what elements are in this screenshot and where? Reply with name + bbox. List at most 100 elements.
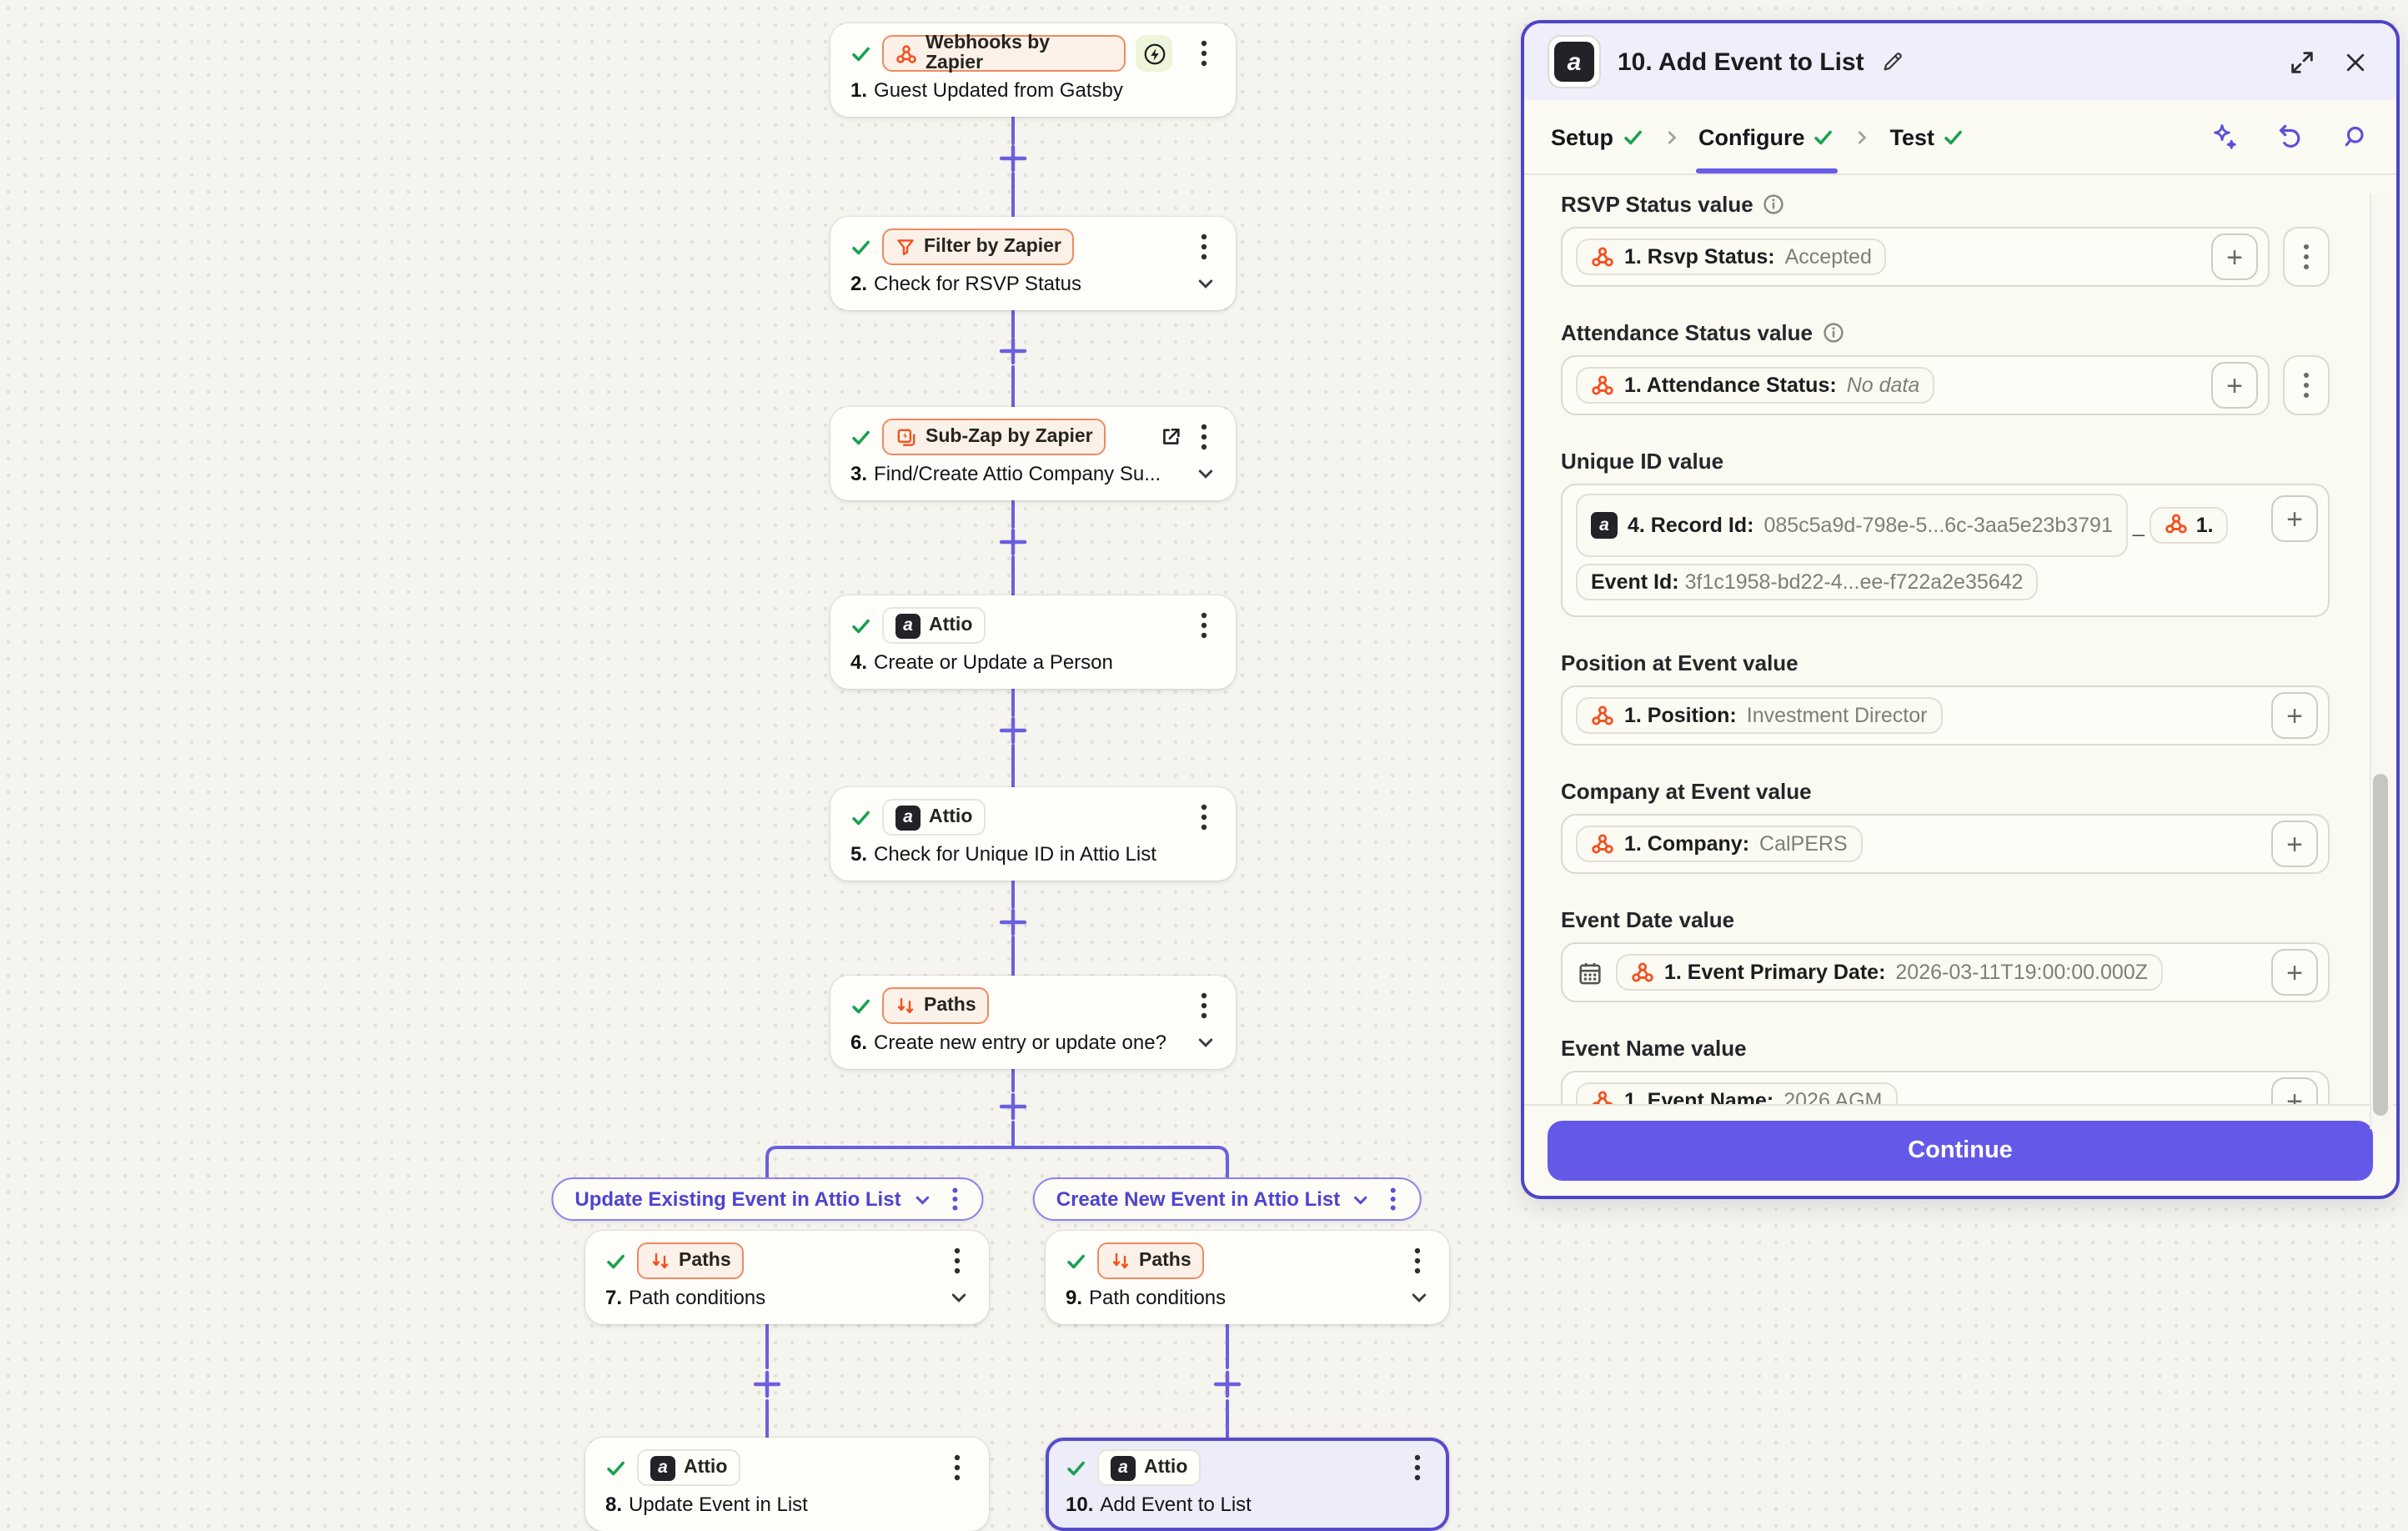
token-label: 1. Event Primary Date: [1664, 961, 1886, 984]
chevron-down-icon[interactable] [1409, 1288, 1429, 1308]
field-company-at-event: Company at Event value 1. Company: CalPE… [1561, 779, 2330, 874]
panel-scrollbar-thumb[interactable] [2373, 774, 2388, 1116]
insert-data-button[interactable]: + [2271, 821, 2318, 867]
field-options-kebab[interactable] [2283, 227, 2330, 287]
edit-pencil-icon[interactable] [1881, 50, 1904, 73]
search-icon[interactable] [2336, 118, 2373, 155]
step-node-10-selected[interactable]: a Attio 10.Add Event to List [1046, 1438, 1449, 1531]
webhook-icon [1591, 374, 1614, 397]
chevron-down-icon[interactable] [1196, 274, 1216, 294]
insert-data-button[interactable]: + [2211, 362, 2258, 409]
field-options-kebab[interactable] [2283, 355, 2330, 415]
node-menu-kebab[interactable] [1192, 422, 1216, 452]
panel-scrollbar-track[interactable] [2370, 193, 2393, 1129]
tab-test[interactable]: Test [1887, 100, 1969, 173]
field-label: Unique ID value [1561, 449, 1724, 474]
field-attendance-status: Attendance Status value 1. Attendance St… [1561, 320, 2330, 415]
event-date-input[interactable]: 1. Event Primary Date: 2026-03-11T19:00:… [1561, 942, 2330, 1002]
tab-setup[interactable]: Setup [1548, 100, 1647, 173]
token-value: 3f1c1958-bd22-4...ee-f722a2e35642 [1684, 570, 2024, 594]
mapped-field-token[interactable]: 1. Attendance Status: No data [1576, 367, 1935, 404]
insert-data-button[interactable]: + [2271, 1077, 2318, 1104]
step-node-6[interactable]: Paths 6.Create new entry or update one? [830, 976, 1236, 1069]
chevron-down-icon[interactable] [1196, 464, 1216, 484]
success-check-icon [850, 806, 872, 828]
chevron-down-icon[interactable] [1196, 1032, 1216, 1052]
close-icon[interactable] [2336, 43, 2373, 80]
token-value: No data [1846, 374, 1920, 397]
step-number: 6. [850, 1031, 868, 1054]
step-number: 5. [850, 842, 868, 866]
panel-title: 10. Add Event to List [1618, 48, 1864, 76]
step-number: 3. [850, 462, 868, 485]
branch-menu-kebab[interactable] [943, 1184, 966, 1214]
insert-data-button[interactable]: + [2211, 233, 2258, 280]
node-menu-kebab[interactable] [1192, 991, 1216, 1021]
app-pill-label: Paths [1139, 1251, 1191, 1271]
expand-fullscreen-icon[interactable] [2283, 43, 2320, 80]
step-title: Add Event to List [1100, 1493, 1252, 1516]
tab-configure-active[interactable]: Configure [1695, 100, 1839, 173]
mapped-field-token[interactable]: 1. Rsvp Status: Accepted [1576, 238, 1887, 275]
insert-data-button[interactable]: + [2271, 495, 2318, 542]
info-icon[interactable] [1763, 193, 1785, 215]
company-input[interactable]: 1. Company: CalPERS + [1561, 814, 2330, 874]
mapped-field-token[interactable]: 1. Event Primary Date: 2026-03-11T19:00:… [1616, 954, 2163, 991]
step-node-2[interactable]: Filter by Zapier 2.Check for RSVP Status [830, 217, 1236, 310]
node-menu-kebab[interactable] [1406, 1246, 1429, 1276]
step-node-5[interactable]: a Attio 5.Check for Unique ID in Attio L… [830, 787, 1236, 881]
webhook-icon [1631, 961, 1654, 984]
rsvp-status-input[interactable]: 1. Rsvp Status: Accepted + [1561, 227, 2270, 287]
step-node-8[interactable]: a Attio 8.Update Event in List [585, 1438, 989, 1531]
step-node-3[interactable]: Sub-Zap by Zapier 3.Find/Create Attio Co… [830, 407, 1236, 500]
mapped-field-token[interactable]: a 4. Record Id: 085c5a9d-798e-5...6c-3aa… [1576, 494, 2128, 557]
field-label: Event Name value [1561, 1036, 1747, 1061]
step-node-4[interactable]: a Attio 4.Create or Update a Person [830, 595, 1236, 689]
mapped-field-token[interactable]: 1. Event Name: 2026 AGM [1576, 1082, 1898, 1104]
branch-label: Create New Event in Attio List [1056, 1187, 1341, 1211]
branch-pill-create-new[interactable]: Create New Event in Attio List [1032, 1177, 1422, 1221]
unique-id-input[interactable]: a 4. Record Id: 085c5a9d-798e-5...6c-3aa… [1561, 484, 2330, 617]
node-menu-kebab[interactable] [1192, 232, 1216, 262]
insert-data-button[interactable]: + [2271, 949, 2318, 996]
info-icon[interactable] [1823, 322, 1844, 344]
continue-button[interactable]: Continue [1548, 1121, 2373, 1181]
node-menu-kebab[interactable] [1406, 1453, 1429, 1483]
branch-menu-kebab[interactable] [1382, 1184, 1405, 1214]
chevron-down-icon[interactable] [1352, 1190, 1370, 1208]
branch-pill-update-existing[interactable]: Update Existing Event in Attio List [551, 1177, 983, 1221]
mapped-field-token[interactable]: 1. Company: CalPERS [1576, 826, 1863, 862]
chevron-down-icon[interactable] [949, 1288, 969, 1308]
open-subzap-external-link-icon[interactable] [1159, 425, 1182, 449]
success-check-icon [850, 615, 872, 636]
mapped-field-token[interactable]: 1. Position: Investment Director [1576, 697, 1943, 734]
event-name-input[interactable]: 1. Event Name: 2026 AGM + [1561, 1071, 2330, 1104]
undo-refresh-icon[interactable] [2271, 118, 2308, 155]
step-node-1-trigger[interactable]: Webhooks by Zapier 1.Guest Updated from … [830, 23, 1236, 117]
attendance-status-input[interactable]: 1. Attendance Status: No data + [1561, 355, 2270, 415]
node-menu-kebab[interactable] [1192, 802, 1216, 832]
insert-data-button[interactable]: + [2271, 692, 2318, 739]
token-label: 1. Company: [1624, 832, 1750, 856]
step-title: Check for Unique ID in Attio List [874, 842, 1156, 866]
field-label: Company at Event value [1561, 779, 1812, 804]
step-number: 9. [1066, 1286, 1083, 1309]
step-node-7[interactable]: Paths 7.Path conditions [585, 1231, 989, 1324]
node-menu-kebab[interactable] [1192, 610, 1216, 640]
panel-content: RSVP Status value 1. Rsvp Status: Accept… [1524, 175, 2396, 1104]
node-menu-kebab[interactable] [946, 1453, 969, 1483]
token-label: 1. Rsvp Status: [1624, 245, 1775, 269]
ai-sparkle-icon[interactable] [2206, 118, 2243, 155]
node-menu-kebab[interactable] [1192, 38, 1216, 68]
panel-header: a 10. Add Event to List [1524, 23, 2396, 100]
step-node-9[interactable]: Paths 9.Path conditions [1046, 1231, 1449, 1324]
node-menu-kebab[interactable] [946, 1246, 969, 1276]
tab-label: Test [1889, 124, 1935, 149]
step-title: Create or Update a Person [874, 650, 1113, 674]
position-input[interactable]: 1. Position: Investment Director + [1561, 685, 2330, 745]
chevron-down-icon[interactable] [913, 1190, 931, 1208]
app-pill-label: Filter by Zapier [924, 237, 1061, 257]
panel-footer: Continue [1524, 1104, 2396, 1196]
field-label: Position at Event value [1561, 650, 1798, 675]
calendar-icon[interactable] [1576, 958, 1604, 986]
